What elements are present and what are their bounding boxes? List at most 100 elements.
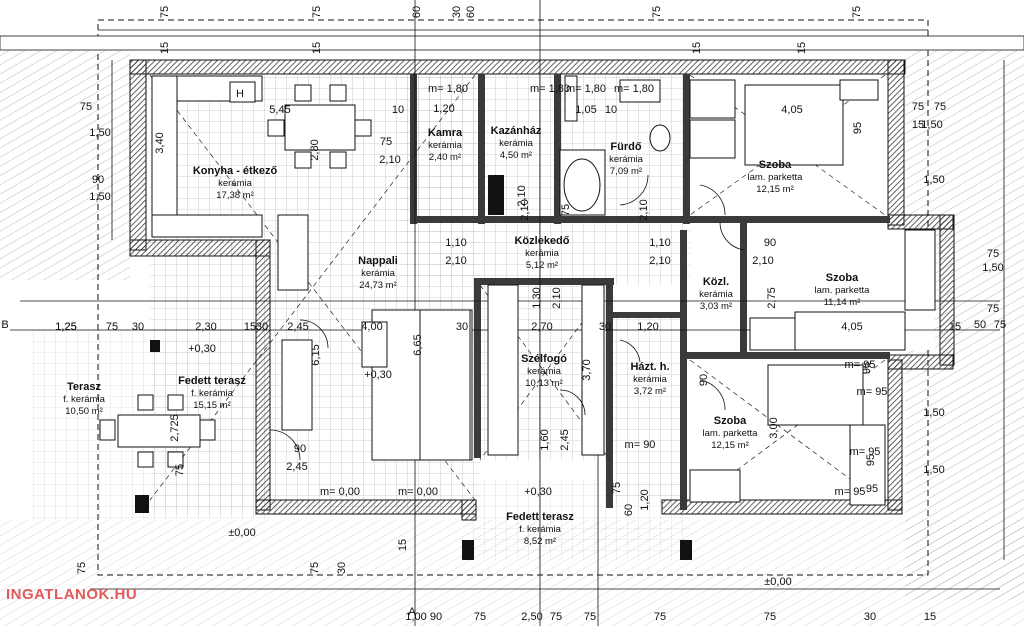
dimension-right: 1,50 [923, 174, 944, 186]
dimension-top: 75 [851, 6, 863, 18]
tile-floor-haztartasi [615, 315, 685, 505]
dimension-top: 15 [796, 42, 808, 54]
dimension-horizontal: 1,20 [637, 321, 658, 333]
dimension-inner: 75 [611, 482, 623, 494]
dimension-right: 1,50 [923, 464, 944, 476]
dimension-horizontal: 2,30 [195, 321, 216, 333]
dimension-right: 75 [987, 248, 999, 260]
level-mark: ±0,00 [764, 576, 791, 588]
level-mark: ±0,00 [228, 527, 255, 539]
room-area: 15,15 m² [193, 400, 231, 411]
dimension-horizontal: 4,05 [841, 321, 862, 333]
terrain-left [0, 40, 130, 280]
room-area: 3,72 m² [634, 386, 666, 397]
dimension-bottom: 15 [924, 611, 936, 623]
dimension-inner: 1,20 [433, 103, 454, 115]
dimension-top: 60 [465, 6, 477, 18]
dimension-horizontal: 1,25 [55, 321, 76, 333]
dimension-top: 15 [691, 42, 703, 54]
section-mark: B [1, 319, 8, 331]
dimension-inner: 2,10 [638, 199, 650, 220]
dimension-bottom: 30 [864, 611, 876, 623]
dimension-left: 75 [80, 101, 92, 113]
room-name: Szoba [826, 272, 859, 284]
dimension-left: 1,25 [55, 321, 76, 333]
dimension-inner: 95 [852, 122, 864, 134]
room-floor: f. kerámia [63, 394, 105, 405]
dimension-bottom: 15 [397, 539, 409, 551]
dimension-inner: 2,725 [169, 414, 181, 442]
dimension-inner: 2,10 [516, 185, 528, 206]
dimension-bottom: 30 [336, 562, 348, 574]
dimension-inner: 2,80 [309, 139, 321, 160]
dimension-bottom: 75 [654, 611, 666, 623]
dimension-horizontal: 15 [949, 321, 961, 333]
room-name: Szoba [714, 415, 747, 427]
level-mark: m= 95 [845, 359, 876, 371]
room-floor: lam. parketta [748, 172, 804, 183]
room-area: 7,09 m² [610, 166, 642, 177]
dimension-inner: 1,10 [649, 237, 670, 249]
dimension-inner: 75 [174, 464, 186, 476]
level-mark: m= 0,00 [398, 486, 438, 498]
bathroom-fixtures [559, 75, 671, 216]
dimension-inner: 90 [698, 374, 710, 386]
room-name: Fürdő [610, 141, 641, 153]
szelfogo-wardrobe [487, 284, 605, 456]
room-floor: lam. parketta [815, 285, 871, 296]
room-floor: f. kerámia [191, 388, 233, 399]
dimension-inner: 1,05 [575, 104, 596, 116]
level-mark: +0,30 [188, 343, 216, 355]
eaves-band-top [0, 35, 1024, 51]
dimension-inner: 1,10 [445, 237, 466, 249]
room-area: 3,03 m² [700, 301, 732, 312]
interior-walls [410, 74, 890, 510]
room-area: 5,12 m² [526, 260, 558, 271]
dimension-inner: 3,00 [768, 417, 780, 438]
room-name: Közlekedő [514, 235, 569, 247]
level-mark: m= 0,00 [320, 486, 360, 498]
room-floor: f. kerámia [519, 524, 561, 535]
dimension-inner: 2,10 [445, 255, 466, 267]
room-floor: kerámia [525, 248, 560, 259]
watermark-logo: INGATLANOK.HU [6, 586, 138, 603]
tile-floor-core [400, 75, 690, 285]
sofa-set [277, 214, 473, 461]
room-name: Kamra [428, 127, 463, 139]
columns [135, 340, 692, 560]
room-area: 24,73 m² [359, 280, 397, 291]
dimension-left: 90 [92, 174, 104, 186]
dimension-inner: 2,10 [551, 287, 563, 308]
room-floor: kerámia [633, 374, 668, 385]
dimension-inner: 75 [560, 204, 572, 216]
dimension-right: 1,50 [923, 407, 944, 419]
level-mark: m= 95 [850, 446, 881, 458]
dimension-inner: 6,65 [412, 334, 424, 355]
dimension-horizontal: 2,70 [531, 321, 552, 333]
dimension-horizontal: 2,45 [287, 321, 308, 333]
dimension-inner: 95 [861, 362, 873, 374]
dimension-top: 75 [159, 6, 171, 18]
dimension-bottom: 2,50 [521, 611, 542, 623]
room-floor: kerámia [527, 366, 562, 377]
room-floor: kerámia [609, 154, 644, 165]
room-area: 11,14 m² [824, 297, 861, 308]
dining-table [267, 84, 372, 169]
dimension-bottom: 75 [76, 562, 88, 574]
room-area: 10,13 m² [525, 378, 563, 389]
dimension-bottom: 75 [550, 611, 562, 623]
room-area: 12,15 m² [756, 184, 794, 195]
room-area: 8,52 m² [524, 536, 556, 547]
dimension-right: 75 [912, 101, 924, 113]
dimension-inner: 60 [623, 504, 635, 516]
dimension-inner: 10 [392, 104, 404, 116]
dimension-bottom: 75 [309, 562, 321, 574]
level-mark: +0,30 [364, 369, 392, 381]
dimension-right: 50 [974, 319, 986, 331]
dimension-left: 1,50 [89, 127, 110, 139]
room-name: Fedett terasz [178, 375, 246, 387]
dimension-top: 75 [651, 6, 663, 18]
dimension-horizontal: 30 [256, 321, 268, 333]
level-mark: +0,30 [524, 486, 552, 498]
dimension-right: 1,50 [982, 262, 1003, 274]
